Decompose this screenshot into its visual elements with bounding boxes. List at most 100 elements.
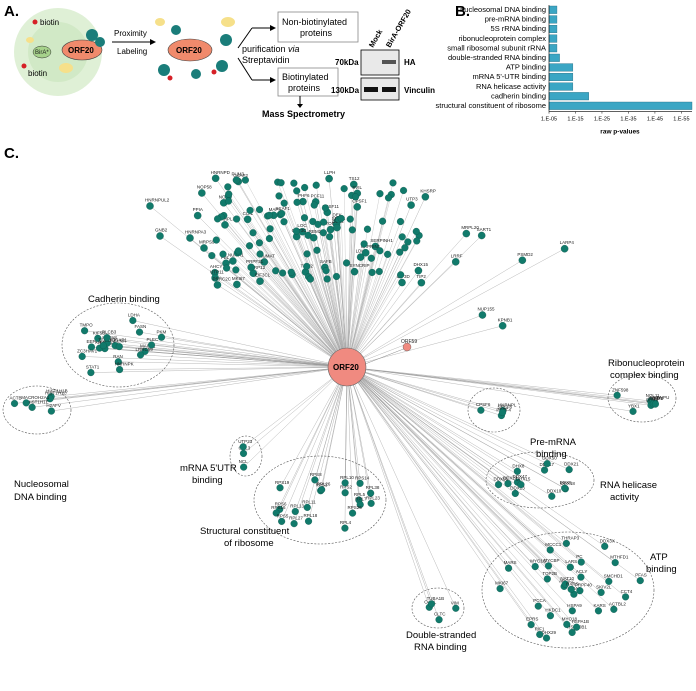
wb-ha-band <box>382 60 396 64</box>
gene-node <box>23 399 30 406</box>
gene-node <box>541 467 548 474</box>
gene-node <box>200 244 207 251</box>
gene-node <box>598 589 605 596</box>
gene-label: MTHFD1 <box>610 555 629 560</box>
network-edge <box>347 367 577 627</box>
gene-label: FASN <box>135 324 147 329</box>
gene-node <box>278 210 285 217</box>
gene-node <box>561 245 568 252</box>
mrna5-label-1: mRNA 5'UTR <box>180 463 237 474</box>
protein-yellow-icon <box>26 37 34 43</box>
gene-label: LLPH <box>324 170 335 175</box>
gene-label: HIST1H1E <box>27 399 49 404</box>
gene-node <box>536 631 543 638</box>
term-label: structural constituent of ribosome <box>436 101 546 110</box>
gene-label: RIF1 <box>535 626 545 631</box>
gene-node <box>499 322 506 329</box>
gene-label: MACROH2A1 <box>21 395 50 400</box>
gene-label: CLTC <box>434 612 446 617</box>
gene-label: RARS <box>566 581 579 586</box>
network-edge <box>140 332 347 367</box>
wb-130-label: 130kDa <box>331 86 360 95</box>
gene-node <box>610 606 617 613</box>
gene-node <box>325 175 332 182</box>
gene-label: ZC3HAV1 <box>77 348 97 353</box>
gene-node <box>566 466 573 473</box>
gene-label: DHX8 <box>512 463 525 468</box>
gene-node <box>320 229 327 236</box>
gene-label: PSMD2 <box>517 252 533 257</box>
gene-node <box>318 486 325 493</box>
gene-label: KHSRP <box>420 188 436 193</box>
network-edge <box>347 367 567 624</box>
labeling-label: Labeling <box>117 47 147 56</box>
gene-node <box>452 258 459 265</box>
network-edge <box>347 367 609 581</box>
gene-node <box>194 212 201 219</box>
gene-node <box>276 193 283 200</box>
bar <box>549 102 692 110</box>
network-edge <box>347 367 640 581</box>
gene-label: SMCHD1 <box>604 573 623 578</box>
network-edge <box>347 367 617 395</box>
gene-node <box>267 225 274 232</box>
gene-node <box>136 329 143 336</box>
gene-node <box>294 199 301 206</box>
gene-label: PLEC <box>147 337 160 342</box>
gene-label: UTP3 <box>406 197 418 202</box>
gene-label: SART1 <box>477 227 492 232</box>
gene-label: PKM <box>157 329 167 334</box>
gene-node <box>512 490 519 497</box>
panel-a: A. biotin BirA* ORF20 biotin Proximity L… <box>4 3 435 119</box>
wb-vinculin-band <box>364 87 378 92</box>
gene-label: LRRC59 <box>136 347 154 352</box>
cadherin-cluster-label: Cadherin binding <box>88 294 160 305</box>
gene-node <box>293 228 300 235</box>
gene-node <box>413 238 420 245</box>
gene-label: PRRC2C <box>212 276 231 281</box>
gene-label: HNRNPK <box>115 362 134 367</box>
term-label: nucleosomal DNA binding <box>460 5 546 14</box>
gene-label: MARS <box>504 560 517 565</box>
gene-node <box>232 266 239 273</box>
gene-node <box>548 493 555 500</box>
orf20-hub-label: ORF20 <box>333 363 359 372</box>
network-edge <box>347 242 408 367</box>
arrow-head-icon <box>270 25 276 31</box>
network-edge <box>51 367 347 411</box>
gene-label: RPL18 <box>304 513 318 518</box>
gene-label: RPL27 <box>289 516 303 521</box>
protein-teal-icon <box>171 25 181 35</box>
gene-label: TMPO <box>80 323 93 328</box>
biotin-top-label: biotin <box>40 18 59 27</box>
gene-label: RPL11 <box>302 499 316 504</box>
gene-node <box>277 484 284 491</box>
gene-node <box>379 218 386 225</box>
network-edge <box>347 190 404 367</box>
gene-node <box>333 273 340 280</box>
gene-node <box>256 278 263 285</box>
gene-node <box>327 226 334 233</box>
gene-label: LARP4 <box>560 240 575 245</box>
gene-label: HNRNPD <box>211 170 231 175</box>
gene-node <box>518 481 525 488</box>
gene-label: SAFB <box>320 259 332 264</box>
gene-label: DDX21 <box>564 462 579 467</box>
gene-label: ZNF598 <box>612 387 629 392</box>
gene-label: KPNB1 <box>498 317 513 322</box>
biotin-dot-icon <box>212 70 217 75</box>
protein-teal-icon <box>191 69 201 79</box>
gene-label: RPS26 <box>348 505 363 510</box>
gene-node <box>247 207 254 214</box>
term-label: ribonucleoprotein complex <box>458 34 546 43</box>
gene-node <box>116 366 123 373</box>
gene-node <box>322 205 329 212</box>
bar <box>549 25 557 33</box>
nucleosomal-label-2: DNA binding <box>14 492 67 503</box>
gene-label: SVIL <box>352 185 362 190</box>
gene-node <box>221 221 228 228</box>
term-label: mRNA 5'-UTR binding <box>472 72 546 81</box>
gene-label: GNB2 <box>155 228 168 233</box>
gene-node <box>351 268 358 275</box>
gene-node <box>301 214 308 221</box>
